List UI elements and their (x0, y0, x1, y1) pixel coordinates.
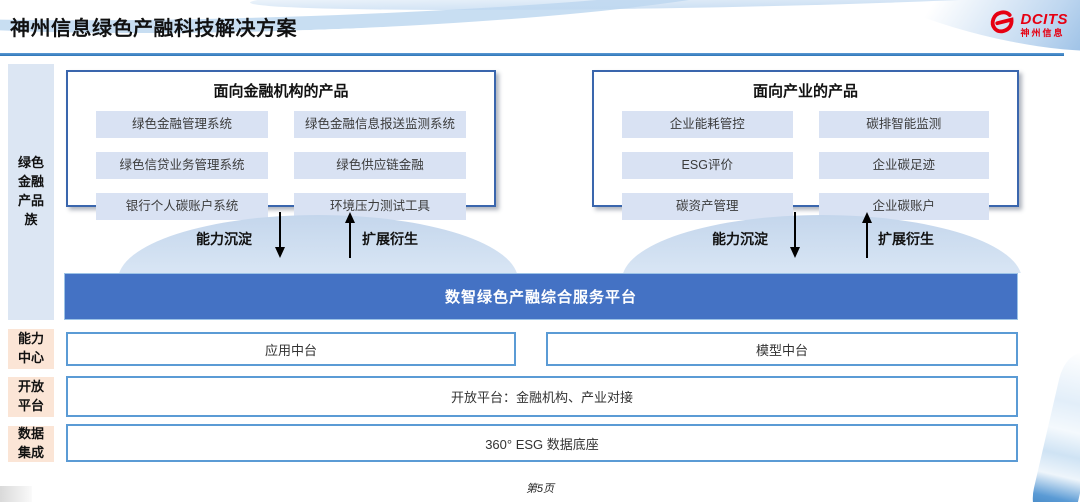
up-arrow-icon (861, 212, 873, 263)
flow-label-capability-settling: 能力沉淀 (712, 231, 768, 247)
platform-bar: 数智绿色产融综合服务平台 (64, 273, 1018, 320)
sidebar-label-product-family: 绿色金融产品族 (8, 64, 54, 320)
bottom-left-gray-decoration (0, 486, 32, 502)
page-title: 神州信息绿色产融科技解决方案 (10, 18, 297, 40)
flow-label-extension-derivation: 扩展衍生 (878, 231, 934, 247)
header: 神州信息绿色产融科技解决方案 DCITS 神州信息 (0, 0, 1080, 72)
industry-products-box: 面向产业的产品 企业能耗管控 碳排智能监测 ESG评价 企业碳足迹 碳资产管理 … (592, 70, 1019, 220)
platform-bar-label: 数智绿色产融综合服务平台 (444, 289, 637, 306)
logo-brand-text: DCITS (1020, 10, 1068, 28)
product-item: 绿色信贷业务管理系统 (96, 152, 268, 179)
product-item: 企业能耗管控 (622, 111, 793, 138)
product-item: 企业碳足迹 (818, 152, 989, 179)
product-item: 碳资产管理 (622, 193, 793, 220)
flow-label-capability-settling: 能力沉淀 (196, 231, 252, 247)
down-arrow-icon (274, 212, 286, 263)
company-logo: DCITS 神州信息 (987, 8, 1069, 41)
down-arrow-icon (789, 212, 801, 263)
dome-decoration (0, 213, 1080, 273)
product-item: ESG评价 (622, 152, 793, 179)
bottom-right-swoosh-decoration (1026, 348, 1080, 502)
open-platform-box: 开放平台：金融机构、产业对接 (66, 376, 1018, 417)
sidebar-label-data-integration: 数据集成 (8, 426, 54, 462)
up-arrow-icon (344, 212, 356, 263)
product-item: 银行个人碳账户系统 (96, 193, 268, 220)
sidebar-label-open-platform: 开放平台 (8, 377, 54, 417)
finance-products-title: 面向金融机构的产品 (213, 83, 349, 100)
product-item: 绿色金融信息报送监测系统 (294, 111, 466, 138)
industry-products-title: 面向产业的产品 (752, 83, 858, 100)
product-item: 绿色金融管理系统 (96, 111, 268, 138)
sidebar-label-capability-center: 能力中心 (8, 329, 54, 369)
page-number: 第5页 (525, 483, 555, 495)
esg-data-base-box: 360° ESG 数据底座 (66, 424, 1018, 462)
app-middle-platform-box: 应用中台 (66, 332, 516, 366)
logo-brand-chinese: 神州信息 (1020, 27, 1065, 38)
finance-products-box: 面向金融机构的产品 绿色金融管理系统 绿色金融信息报送监测系统 绿色信贷业务管理… (66, 70, 496, 220)
flow-label-extension-derivation: 扩展衍生 (362, 231, 418, 247)
product-item: 碳排智能监测 (818, 111, 989, 138)
header-divider (0, 53, 1064, 56)
model-middle-platform-box: 模型中台 (546, 332, 1018, 366)
dcits-swoosh-icon (987, 8, 1017, 41)
product-item: 绿色供应链金融 (294, 152, 466, 179)
